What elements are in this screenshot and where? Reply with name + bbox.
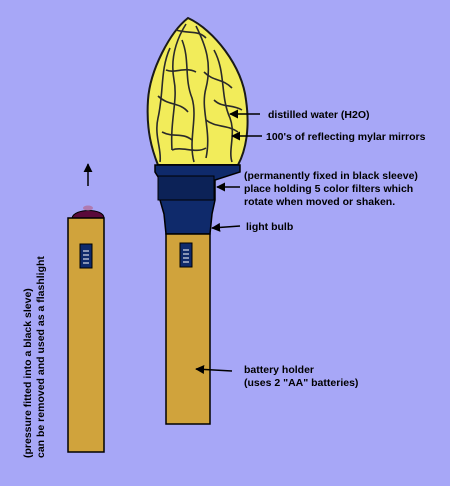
arrow-light-bulb bbox=[211, 222, 241, 232]
label-sleeve-line-1: (permanently fixed in black sleeve) bbox=[244, 170, 418, 182]
black-sleeve bbox=[154, 164, 241, 235]
annotation-arrows bbox=[83, 109, 262, 374]
label-flashlight-line-2: can be removed and used as a flashlight bbox=[35, 256, 47, 458]
label-mylar-mirrors: 100's of reflecting mylar mirrors bbox=[266, 131, 426, 143]
label-light-bulb: light bulb bbox=[246, 221, 294, 233]
label-battery-holder: battery holder bbox=[244, 364, 315, 376]
label-flashlight-note: (pressure fitted into a black sleve) can… bbox=[22, 256, 48, 458]
main-body bbox=[165, 233, 211, 425]
arrow-battery-holder bbox=[195, 364, 233, 374]
mylar-mirror-strokes bbox=[156, 23, 243, 163]
label-sleeve-line-3: rotate when moved or shaken. bbox=[244, 196, 396, 208]
label-distilled-water: distilled water (H2O) bbox=[268, 109, 370, 121]
label-sleeve-line-2: place holding 5 color filters which bbox=[244, 183, 414, 195]
label-battery-type: (uses 2 "AA" batteries) bbox=[244, 377, 359, 389]
flashlight bbox=[67, 205, 105, 453]
label-flashlight-line-1: (pressure fitted into a black sleve) bbox=[22, 288, 34, 458]
flame-globe bbox=[146, 16, 249, 166]
